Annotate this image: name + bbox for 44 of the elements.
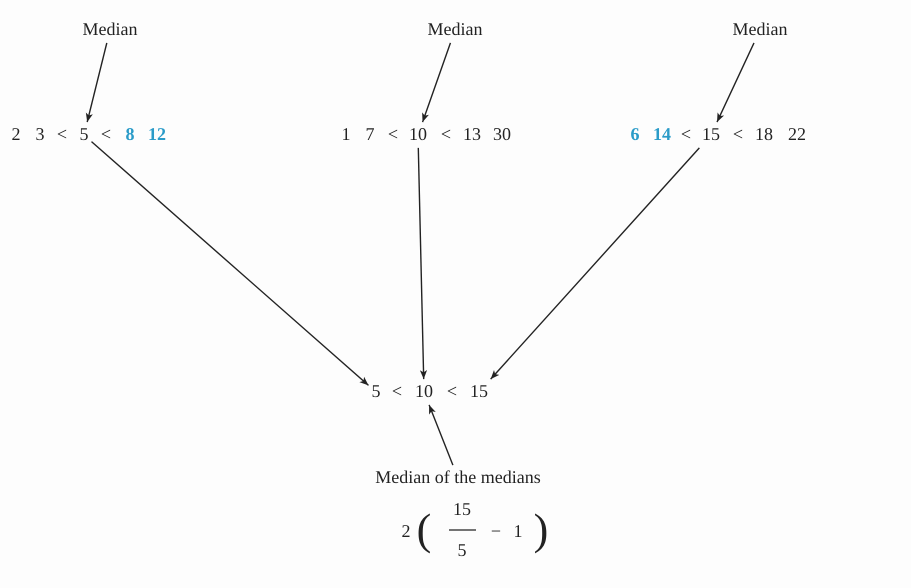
- number: 13: [463, 125, 481, 145]
- less-than-sign: <: [732, 125, 744, 145]
- number: 2: [12, 125, 20, 145]
- number: 12: [148, 125, 166, 145]
- median-label: Median: [732, 19, 788, 40]
- arrow: [86, 42, 108, 122]
- median-value: 15: [702, 124, 720, 144]
- less-than-sign: <: [56, 125, 68, 145]
- number: 8: [126, 125, 134, 145]
- formula-term: (: [416, 506, 432, 554]
- median-label: Median: [82, 19, 138, 40]
- median-label: Median: [428, 19, 482, 40]
- arrow: [422, 42, 452, 122]
- number: 14: [653, 125, 671, 145]
- number: 30: [493, 125, 511, 145]
- median-value: 15: [470, 381, 488, 402]
- number: 1: [342, 125, 350, 145]
- median-value: 5: [80, 124, 88, 144]
- less-than-sign: <: [392, 382, 402, 402]
- arrow: [91, 141, 369, 386]
- formula-term: −: [490, 522, 502, 542]
- arrow: [418, 148, 428, 380]
- less-than-sign: <: [388, 125, 398, 145]
- median-value: 5: [372, 381, 380, 402]
- less-than-sign: <: [440, 125, 452, 145]
- formula-term: ): [534, 506, 548, 554]
- arrow: [428, 404, 454, 466]
- number: 6: [630, 125, 640, 145]
- median-label: Median of the medians: [375, 467, 541, 488]
- median-value: 10: [409, 124, 427, 144]
- less-than-sign: <: [100, 125, 112, 145]
- less-than-sign: <: [446, 382, 458, 402]
- less-than-sign: <: [680, 125, 692, 145]
- number: 7: [366, 125, 374, 145]
- formula-term: 15: [453, 500, 471, 520]
- number: 18: [755, 125, 773, 145]
- number: 3: [36, 125, 44, 145]
- formula-term: 5: [458, 541, 466, 561]
- formula-term: 2: [402, 522, 410, 542]
- arrow: [716, 42, 755, 122]
- arrow: [490, 147, 700, 380]
- formula-term: 1: [514, 522, 522, 542]
- median-value: 10: [415, 381, 433, 402]
- number: 22: [788, 125, 806, 145]
